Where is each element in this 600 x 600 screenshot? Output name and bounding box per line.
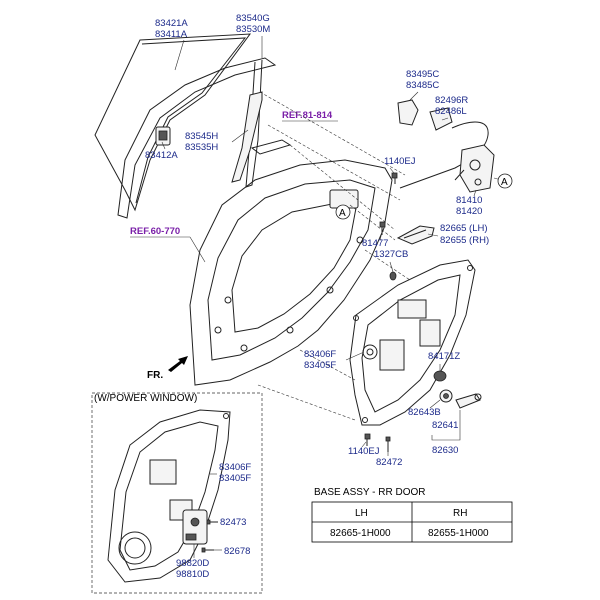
bolt-1140ej xyxy=(391,172,398,184)
bushing-82643b xyxy=(439,389,453,403)
screw-82472 xyxy=(385,436,391,452)
callout-a-right: A xyxy=(497,173,513,189)
channel-lower xyxy=(231,91,263,183)
window-motor xyxy=(182,509,208,545)
screw-82473-label: 82473 xyxy=(220,517,246,528)
power-window-inset xyxy=(91,392,263,594)
module-panel-label-2: 83405F xyxy=(304,360,336,371)
plug-84171z-label: 84171Z xyxy=(428,351,460,362)
channel-lower-label-1: 83545H xyxy=(185,131,218,142)
run-channel-label-1: 83540G xyxy=(236,13,270,24)
leader-lines xyxy=(161,36,477,558)
table-header-lh: LH xyxy=(355,508,368,519)
inside-handle-label-1: 82665 (LH) xyxy=(440,223,488,234)
plug-84171z xyxy=(433,370,447,382)
table-header-rh: RH xyxy=(453,508,467,519)
inside-handle xyxy=(396,225,435,245)
clip-1327cb-label: 1327CB xyxy=(374,249,408,260)
door-inner-panel xyxy=(189,159,393,386)
pw-module-panel-label-1: 83406F xyxy=(219,462,251,473)
table-title: BASE ASSY - RR DOOR xyxy=(314,487,426,498)
glass-label-1: 83421A xyxy=(155,18,188,29)
bolt-1140ej-bottom xyxy=(364,433,371,446)
latch-label-2: 81420 xyxy=(456,206,482,217)
channel-lower-label-2: 83535H xyxy=(185,142,218,153)
front-direction-label: FR. xyxy=(147,370,163,381)
assembly-guide-lines xyxy=(257,91,411,421)
latch-label-1: 81410 xyxy=(456,195,482,206)
screw-82473 xyxy=(206,519,218,525)
front-direction-arrow xyxy=(168,356,188,372)
door-latch xyxy=(454,144,495,193)
handle-82630-label: 82630 xyxy=(432,445,458,456)
base-assy-table: BASE ASSY - RR DOOR LH RH 82665-1H000 82… xyxy=(311,487,513,543)
ref-60-770-label: REF.60-770 xyxy=(130,226,180,237)
window-glass xyxy=(94,33,252,212)
rod-label-1: 82496R xyxy=(435,95,468,106)
screw-82678 xyxy=(201,547,214,553)
screw-81477-label: 81477 xyxy=(362,238,388,249)
screw-82472-label: 82472 xyxy=(376,457,402,468)
latch-cover xyxy=(397,99,453,131)
pw-module-panel xyxy=(107,409,231,583)
svg-text:A: A xyxy=(339,208,346,219)
glass-holder-label: 83412A xyxy=(145,150,178,161)
pw-module-panel-label-2: 83405F xyxy=(219,473,251,484)
bushing-82643b-label: 82643B xyxy=(408,407,441,418)
run-channel-label-2: 83530M xyxy=(236,24,270,35)
rod-label-2: 82486L xyxy=(435,106,467,117)
clip-1327cb xyxy=(389,271,397,281)
module-panel-label-1: 83406F xyxy=(304,349,336,360)
latch-cover-label-2: 83485C xyxy=(406,80,439,91)
ref-81-814-label: REF.81-814 xyxy=(282,110,333,121)
inside-handle-label-2: 82655 (RH) xyxy=(440,235,489,246)
latch-cover-label-1: 83495C xyxy=(406,69,439,80)
svg-text:A: A xyxy=(501,177,508,188)
motor-label-2: 98810D xyxy=(176,569,209,580)
bolt-1140ej-label: 1140EJ xyxy=(384,156,416,167)
screw-82678-label: 82678 xyxy=(224,546,250,557)
motor-label-1: 98820D xyxy=(176,558,209,569)
power-window-title: (W/POWER WINDOW) xyxy=(94,393,197,404)
glass-holder xyxy=(155,126,171,146)
bolt-1140ej-bottom-label: 1140EJ xyxy=(348,446,380,457)
window-handle-82641 xyxy=(455,393,482,409)
glass-label-2: 83411A xyxy=(155,29,188,40)
screw-81477 xyxy=(379,221,386,235)
handle-82641-label: 82641 xyxy=(432,420,458,431)
callout-a-left: A xyxy=(335,204,351,220)
table-cell-rh: 82655-1H000 xyxy=(428,528,489,539)
table-cell-lh: 82665-1H000 xyxy=(330,528,391,539)
